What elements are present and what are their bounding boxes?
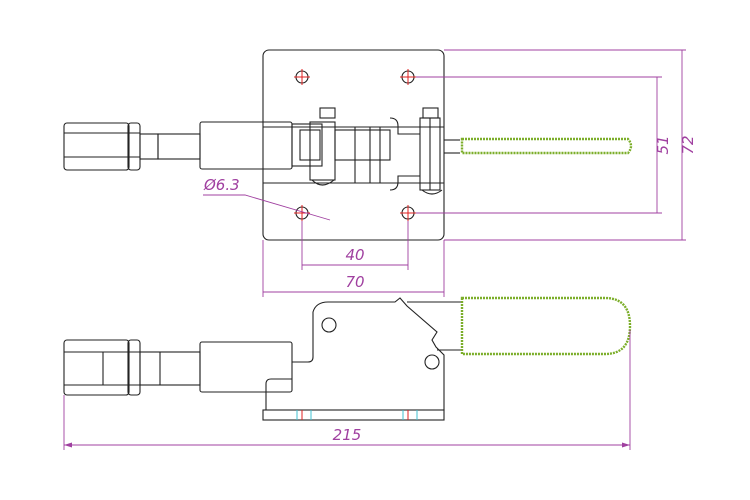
dim-hole-spacing-vertical: 51 xyxy=(654,135,672,154)
base-holes-marks xyxy=(296,410,418,420)
dim-hole-diameter: Ø6.3 xyxy=(203,176,240,194)
clamp-body-top xyxy=(63,107,444,195)
dimensions-top: 51 72 40 70 Ø6.3 xyxy=(203,49,697,297)
dim-overall-length: 215 xyxy=(333,426,362,444)
dim-plate-height: 72 xyxy=(679,135,697,154)
handle-grip xyxy=(460,296,632,356)
dim-hole-spacing-horizontal: 40 xyxy=(345,246,364,264)
dimensions-side: 215 xyxy=(63,330,631,450)
handle-top xyxy=(444,137,633,155)
base-plate xyxy=(262,49,445,241)
top-view: 51 72 40 70 Ø6.3 xyxy=(63,49,697,297)
side-view: 215 xyxy=(63,296,632,450)
dim-plate-width: 70 xyxy=(345,273,364,291)
mounting-holes xyxy=(294,69,416,221)
